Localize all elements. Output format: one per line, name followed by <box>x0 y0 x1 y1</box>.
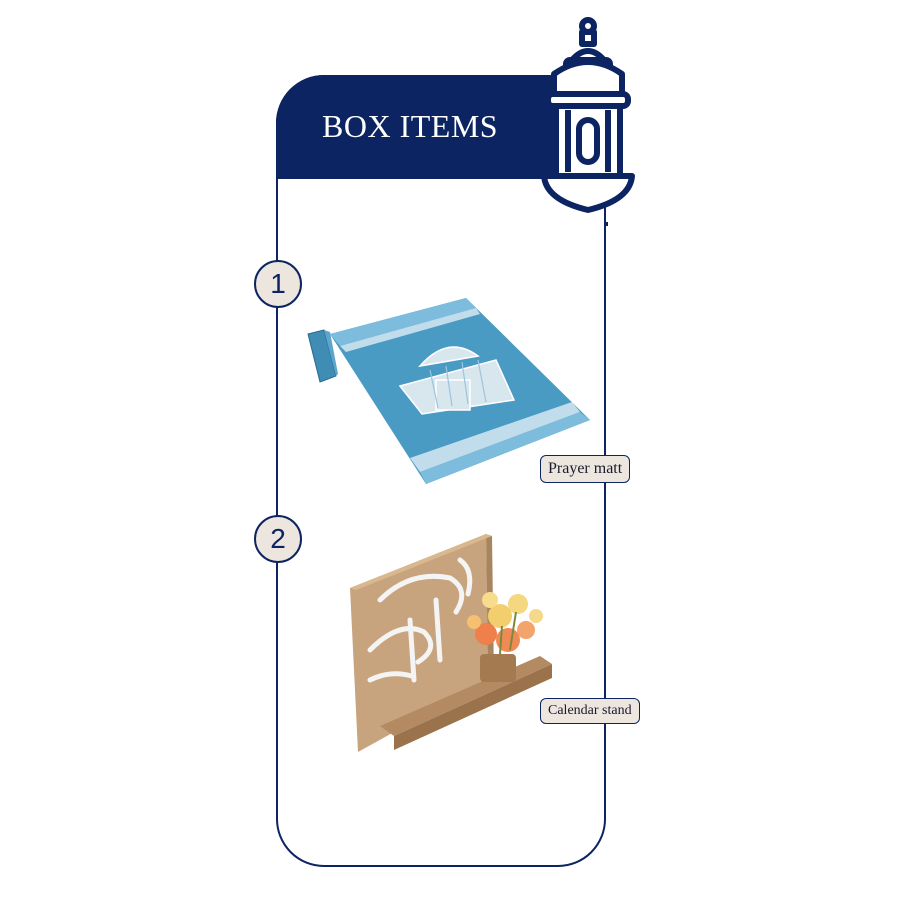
calendar-stand-image <box>350 534 552 752</box>
page-title: BOX ITEMS <box>322 108 499 144</box>
lantern-icon <box>541 17 635 226</box>
step-number-1: 1 <box>254 260 302 308</box>
item-label-prayer-mat: Prayer matt <box>540 455 631 483</box>
item-label-calendar-stand: Calendar stand <box>540 698 640 724</box>
prayer-mat-image <box>307 298 590 484</box>
header-band <box>276 75 566 179</box>
step-number-2: 2 <box>254 515 302 563</box>
